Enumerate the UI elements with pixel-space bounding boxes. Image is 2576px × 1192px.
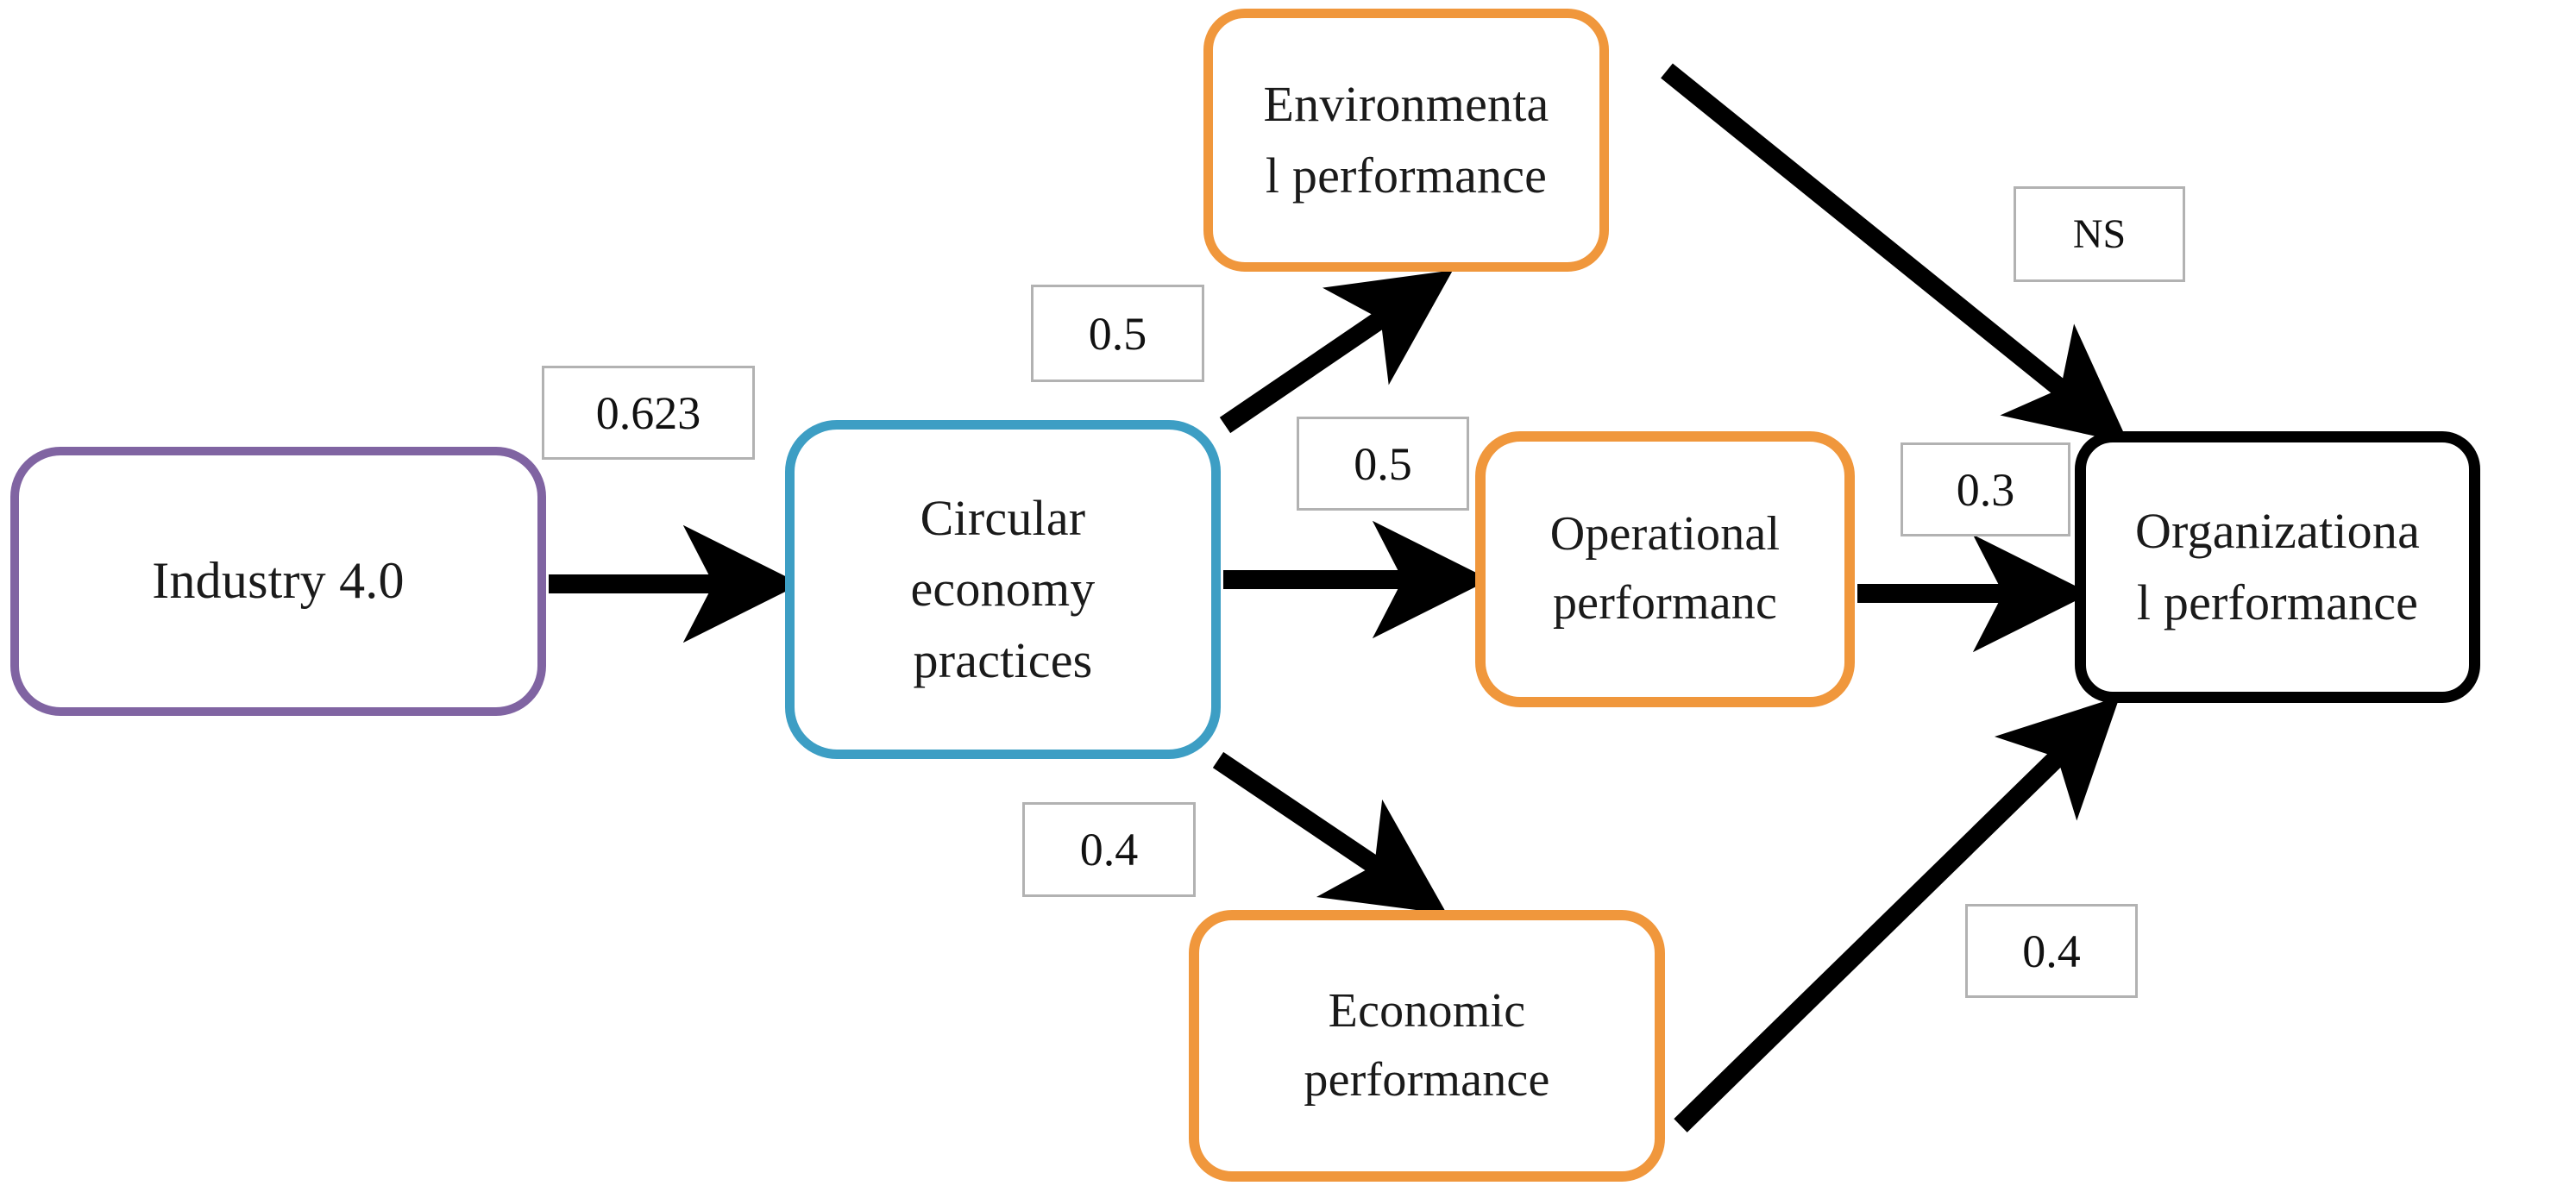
edge-label-text: 0.4 [2022,925,2081,977]
node-label-environmental-performance: Environmenta l performance [1263,76,1549,204]
node-label-industry-4-0: Industry 4.0 [152,552,405,610]
edge-label-circular-economy-to-environmental: 0.5 [1031,285,1204,382]
node-economic-performance[interactable]: Economic performance [1189,910,1665,1182]
arrow-economic-to-organizational [1674,696,2120,1132]
edge-label-circular-economy-to-economic: 0.4 [1022,802,1196,897]
edge-label-industry40-to-circular-economy: 0.623 [542,366,755,460]
arrow-environmental-to-organizational [1661,63,2129,444]
node-organizational-performance[interactable]: Organizationa l performance [2075,431,2480,703]
arrow-circular-economy-to-environmental [1219,270,1454,434]
edge-label-text: 0.623 [595,386,701,439]
node-label-organizational-performance: Organizationa l performance [2134,503,2421,631]
edge-label-operational-to-organizational: 0.3 [1901,442,2070,536]
node-circular-economy-practices[interactable]: Circular economy practices [785,420,1221,759]
node-operational-performance[interactable]: Operational performanc [1475,431,1855,707]
edge-label-text: 0.4 [1079,824,1139,875]
edge-label-text: 0.5 [1088,307,1147,360]
edge-label-environmental-to-organizational: NS [2014,186,2185,282]
node-industry-4-0[interactable]: Industry 4.0 [10,447,546,716]
node-label-economic-performance: Economic performance [1304,983,1550,1107]
edge-label-circular-economy-to-operational: 0.5 [1297,417,1469,511]
edge-label-text: 0.5 [1354,437,1412,490]
node-label-circular-economy-practices: Circular economy practices [910,489,1096,688]
edge-label-text: NS [2072,211,2127,257]
edge-label-text: 0.3 [1956,463,2015,516]
node-environmental-performance[interactable]: Environmenta l performance [1203,9,1609,272]
edge-label-economic-to-organizational: 0.4 [1965,904,2138,998]
node-label-operational-performance: Operational performanc [1549,507,1781,630]
arrow-circular-economy-to-economic [1212,751,1448,914]
